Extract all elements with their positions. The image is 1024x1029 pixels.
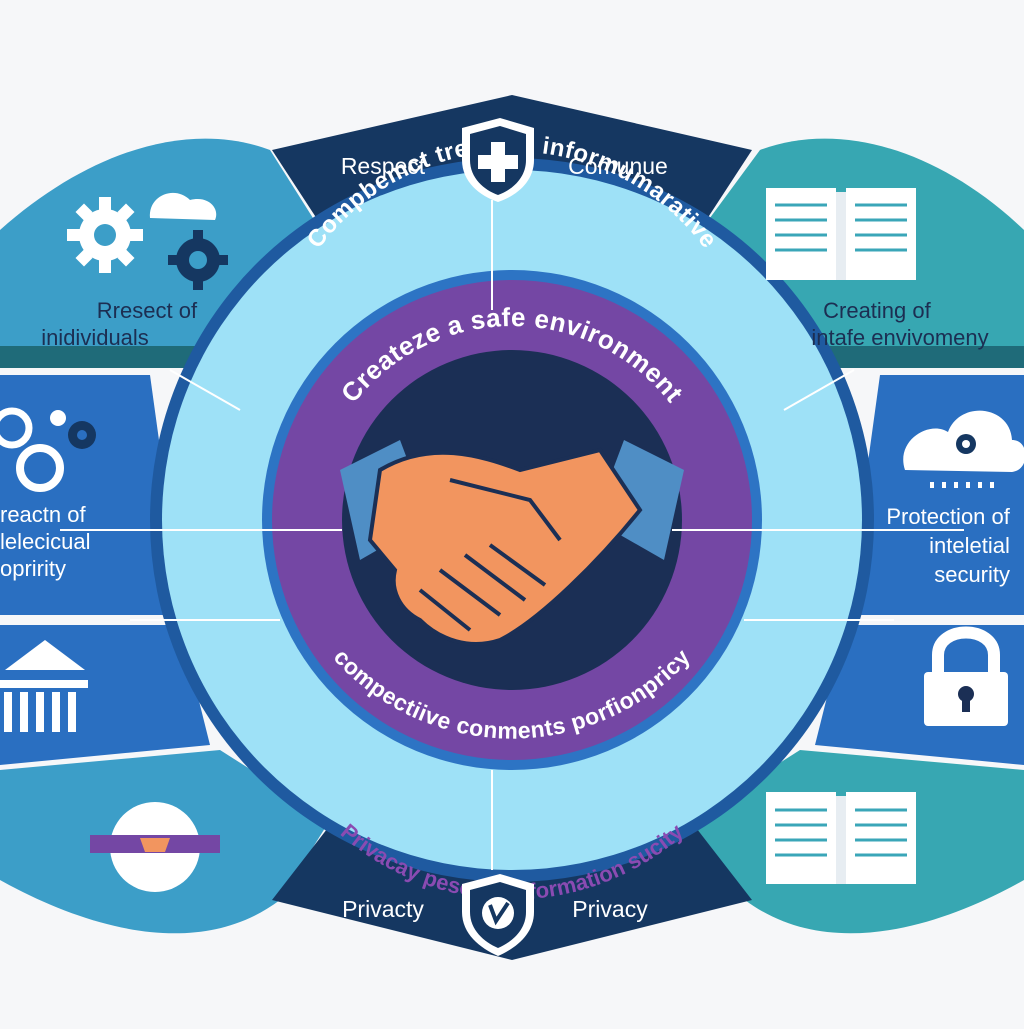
shield-check-icon <box>462 874 534 956</box>
handshake-icon <box>340 440 684 646</box>
left-middle-label: reactn of lelecicual opririty <box>0 502 97 581</box>
open-book-icon <box>766 792 916 884</box>
right-middle-label: Protection of inteletial security <box>886 504 1016 587</box>
padlock-icon <box>924 626 1008 726</box>
connector-lines <box>60 200 964 870</box>
open-book-icon <box>766 188 916 280</box>
right-lower-panel <box>815 625 1024 765</box>
handshake-small-icon <box>90 802 220 892</box>
left-upper-label: Rresect of inidividuals <box>41 298 203 350</box>
gears-icon <box>0 407 96 492</box>
right-upper-label: Creating of intafe envivomeny <box>811 298 988 350</box>
bottom-left-label: Privacty <box>342 896 424 922</box>
left-upper-band <box>0 346 200 368</box>
top-left-label: Respect <box>341 153 426 179</box>
cloud-gear-icon <box>903 410 1024 488</box>
left-middle-panel <box>0 375 180 615</box>
gears-cloud-icon <box>67 192 228 290</box>
shield-plus-icon <box>462 118 534 202</box>
right-upper-band <box>824 346 1024 368</box>
top-right-label: Comunue <box>568 153 668 179</box>
bottom-right-label: Privacy <box>572 896 648 922</box>
people-group-icon <box>0 640 88 732</box>
